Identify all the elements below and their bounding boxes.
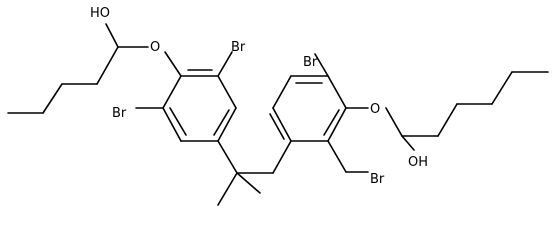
bond (105, 23, 119, 48)
ether-oxygen-label-right: O (370, 102, 380, 117)
bond (96, 46, 119, 85)
bond (272, 75, 292, 109)
bromine-label-upper-left-ring: Br (231, 40, 246, 55)
bond (327, 75, 347, 109)
bond (162, 75, 182, 109)
hydroxyl-label-right: OH (408, 155, 428, 170)
bond (401, 135, 415, 151)
bond (323, 109, 340, 136)
bond (217, 51, 233, 77)
bond (217, 75, 237, 109)
left-pentyl-chain (7, 23, 149, 114)
hydroxyl-label-left: HO (90, 6, 110, 21)
bond (385, 107, 403, 137)
bond (162, 107, 182, 142)
bond (272, 107, 292, 142)
bond (491, 71, 513, 105)
bromine-label-lower-left-ring: Br (112, 106, 127, 121)
bond (272, 140, 292, 174)
bond (236, 172, 261, 194)
bond (327, 140, 347, 173)
bond (217, 107, 237, 142)
bond (217, 140, 238, 174)
left-benzene-ring (135, 51, 237, 142)
bromine-label-lower-right-ring: Br (370, 172, 385, 187)
ether-oxygen-label-left: O (150, 40, 160, 55)
bond (164, 51, 182, 77)
bond (314, 53, 329, 77)
bond (213, 109, 230, 136)
bromine-label-upper-right-ring: Br (303, 55, 318, 70)
bond (217, 172, 238, 206)
bond (169, 107, 187, 136)
right-pentyl-chain (385, 71, 549, 151)
central-isopropylidene (217, 140, 274, 206)
atom-labels: HO O Br Br Br O Br OH (90, 6, 428, 187)
bond (437, 103, 458, 137)
bond (269, 113, 285, 140)
bond (42, 83, 63, 114)
chemical-structure-diagram: HO O Br Br Br O Br OH (7, 6, 549, 206)
right-benzene-ring (269, 53, 369, 174)
bond (327, 107, 347, 142)
